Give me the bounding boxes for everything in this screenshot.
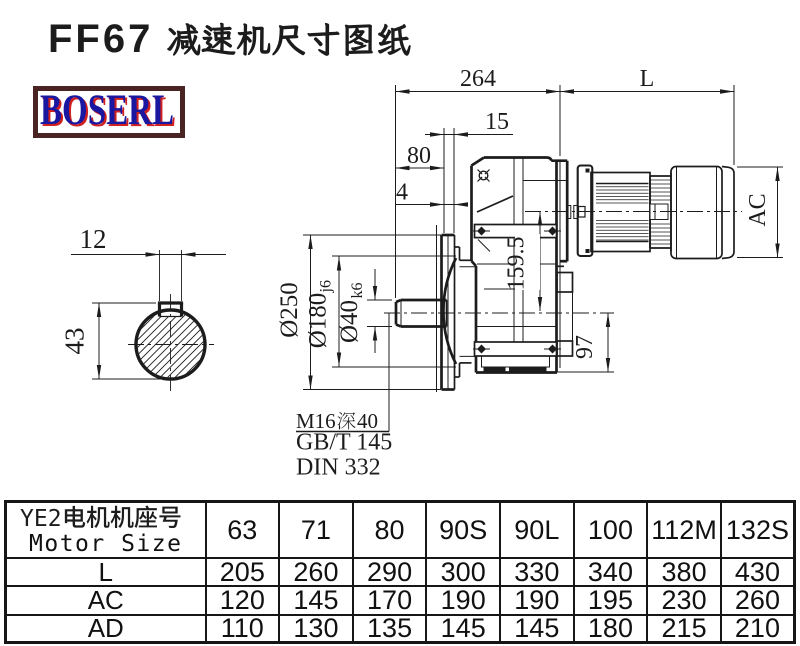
dimension-value: 205 [204, 556, 281, 588]
brand-logo: BOSERL BOSERL [33, 86, 185, 138]
brand-name-shadow: BOSERL [42, 91, 176, 133]
motor-frame-size: 90S [425, 500, 501, 559]
output-shaft [384, 298, 614, 328]
brand-name: BOSERL [40, 91, 174, 133]
dimension-tolerance: j6 [318, 280, 335, 293]
page-title-art: FF67 [48, 17, 411, 61]
dimension-value: 130 [278, 613, 354, 644]
model-code: FF67 [48, 17, 153, 60]
dimension-value: 190 [499, 585, 575, 616]
dimension-value: 110 [204, 613, 281, 644]
dimension-value: 195 [572, 585, 649, 616]
dimension-label: 4 [396, 180, 408, 206]
dimension-value: 190 [425, 585, 501, 616]
dimension-value: 135 [351, 613, 428, 644]
dimension-label: 97 [572, 335, 598, 359]
dimension-label: 159.5 [504, 237, 530, 291]
dimension-value: 215 [646, 613, 722, 644]
motor-frame-size: 132S [719, 500, 796, 559]
motor-adapter [556, 160, 579, 357]
dimension-tolerance: k6 [349, 283, 366, 299]
motor-frame-size: 80 [351, 500, 428, 559]
dimension-value: 430 [719, 556, 796, 588]
motor-series: YE2 [20, 506, 62, 532]
dimension-label: L [640, 66, 655, 92]
dimension-label: 15 [485, 109, 509, 135]
shaft-cross-section-view: 12 43 [60, 224, 226, 394]
dimension-value: 180 [572, 613, 649, 644]
reducer-front-view [384, 156, 742, 392]
motor-frame-size: 71 [278, 500, 354, 559]
motor-frame-size: 90L [499, 500, 575, 559]
dimension-label: Ø180 [305, 293, 332, 349]
dimension-label: GB/T 145 [296, 430, 392, 456]
dimension-value: 380 [646, 556, 722, 588]
dimension-value: 120 [204, 585, 281, 616]
dimension-value: 145 [499, 613, 575, 644]
gear-housing [470, 156, 568, 374]
table-header-row: YE2电机机座号 YE2 Motor Size 63718090S90L1001… [4, 500, 796, 559]
dimension-value: 145 [278, 585, 354, 616]
dimension-value: 170 [351, 585, 428, 616]
dimension-value: 260 [278, 556, 354, 588]
motor-frame-size: 112M [646, 500, 722, 559]
dimension-label: DIN 332 [296, 455, 381, 481]
dimension-label: 80 [407, 143, 431, 169]
dimension-value: 230 [646, 585, 722, 616]
table-header-cjk-art: YE2 [20, 505, 181, 532]
dimension-label: 264 [460, 66, 496, 92]
page-title: FF67减速机尺寸图纸 FF67 [48, 8, 428, 61]
row-label: AC [4, 585, 207, 616]
svg-text:M16: M16 [296, 409, 336, 433]
row-label: AD [4, 613, 207, 644]
dimension-value: 300 [425, 556, 501, 588]
dimension-value: 145 [425, 613, 501, 644]
dimension-label: Ø250 [276, 282, 303, 338]
dimension-value: 290 [351, 556, 428, 588]
dimension-label: 43 [60, 328, 90, 355]
table-header-cell: YE2电机机座号 YE2 Motor Size [4, 500, 207, 559]
table-header-cjk: YE2电机机座号 [15, 506, 180, 530]
table-header-en: Motor Size [29, 531, 183, 557]
dimension-value: 330 [499, 556, 575, 588]
svg-text:40: 40 [357, 409, 378, 433]
motor-frame-size: 100 [572, 500, 649, 559]
dimension-label: 12 [80, 224, 107, 254]
dimension-label: Ø40 [336, 300, 363, 343]
dimension-label: AC [745, 193, 771, 226]
dimension-value: 260 [719, 585, 796, 616]
motor-size-table: YE2电机机座号 YE2 Motor Size 63718090S90L1001… [4, 500, 796, 645]
dimension-value: 340 [572, 556, 649, 588]
motor-frame-size: 63 [204, 500, 281, 559]
row-label: L [4, 556, 207, 588]
brand-logo-art: BOSERL BOSERL [40, 91, 176, 133]
motor [525, 164, 742, 260]
mounting-flange [436, 225, 476, 392]
dimension-value: 210 [719, 613, 796, 644]
